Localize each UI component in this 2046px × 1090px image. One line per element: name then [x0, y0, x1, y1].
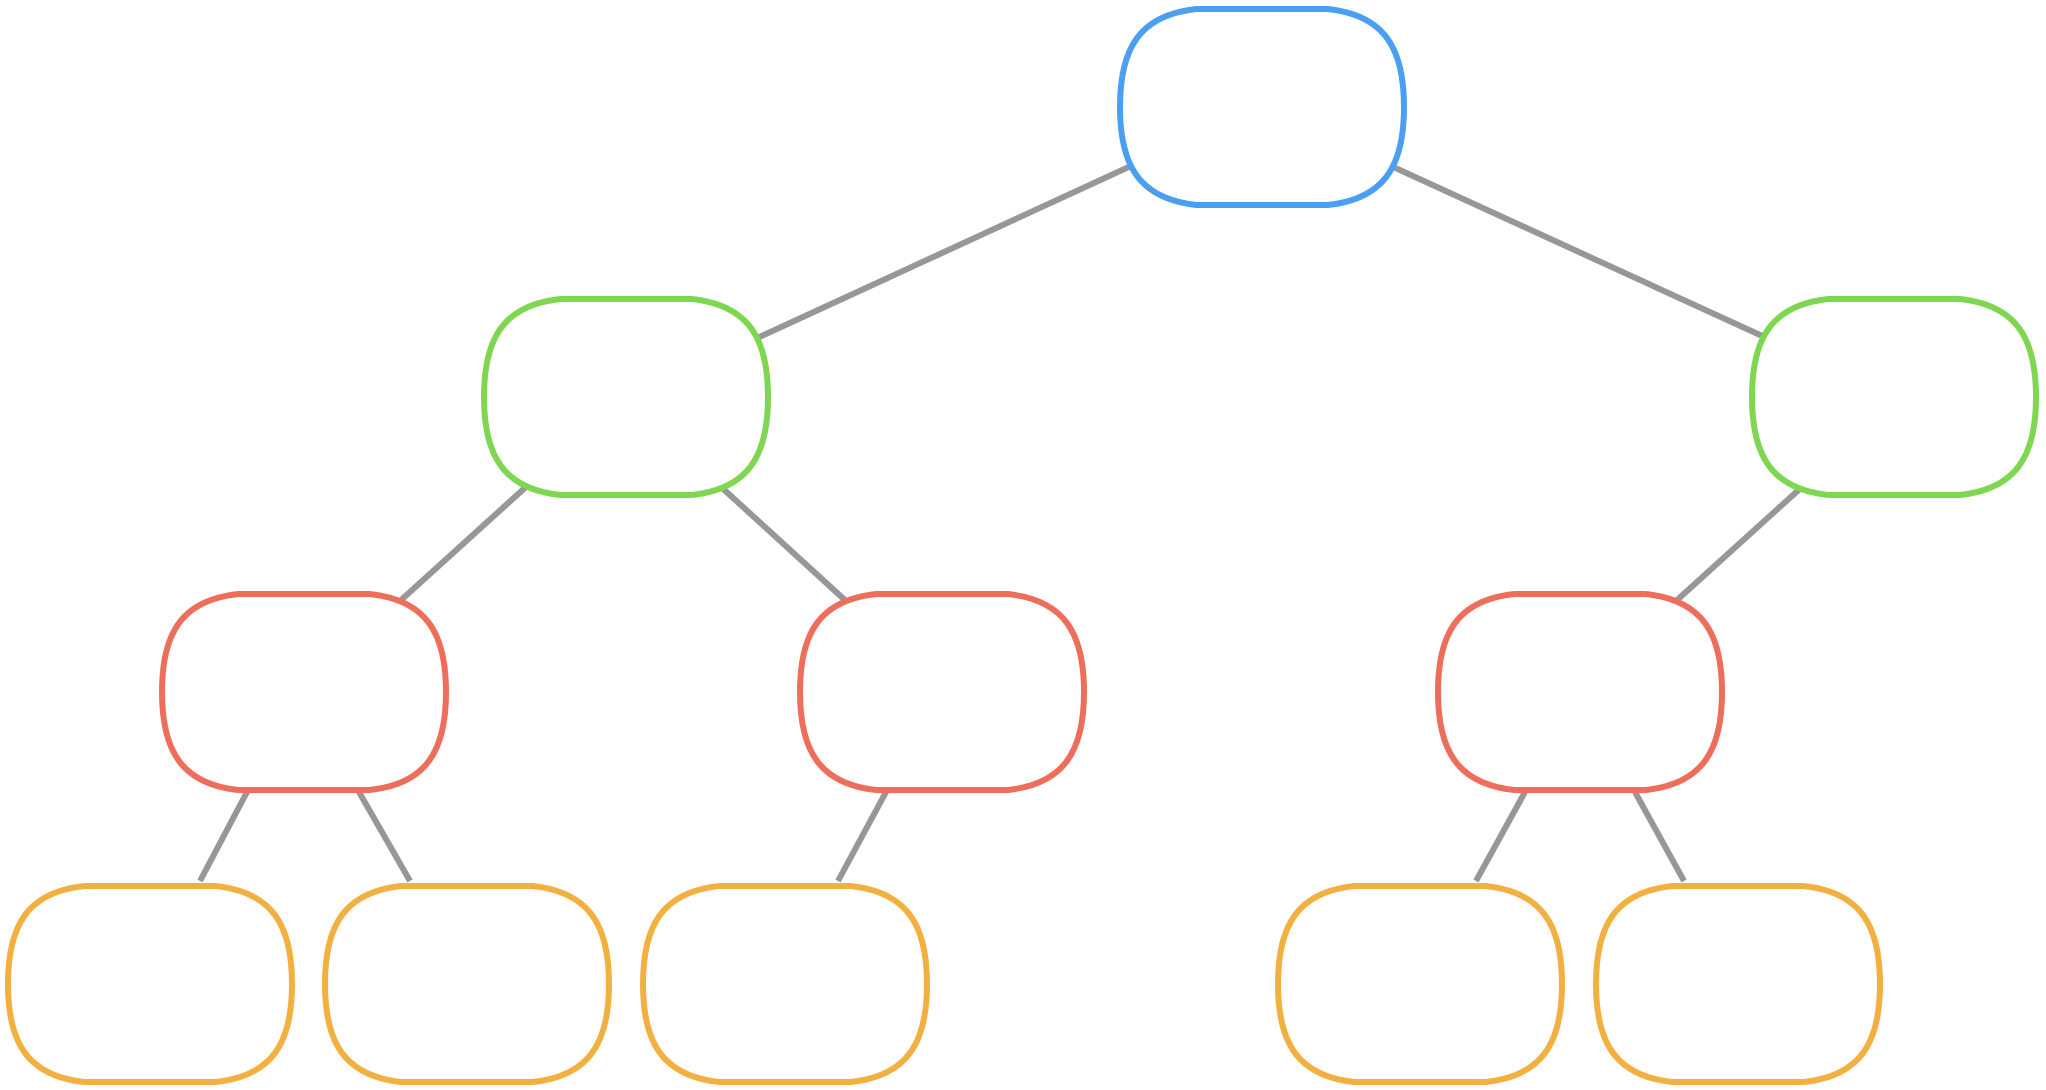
edge-l-lr — [717, 483, 849, 604]
tree-node-lll — [4, 883, 296, 1085]
tree-node-root — [1116, 6, 1408, 208]
node-shape — [480, 296, 772, 498]
edges — [197, 162, 1806, 883]
node-shape — [1274, 883, 1566, 1085]
edge-rl-rll — [1473, 790, 1528, 883]
edge-ll-lll — [197, 790, 250, 883]
edge-ll-llr — [356, 790, 413, 883]
edge-rl-rlr — [1632, 790, 1687, 883]
edge-l-ll — [397, 483, 530, 604]
node-shape — [796, 591, 1088, 793]
tree-node-l — [480, 296, 772, 498]
node-shape — [1748, 296, 2040, 498]
node-shape — [158, 591, 450, 793]
edge-r-rl — [1673, 483, 1806, 604]
node-shape — [1116, 6, 1408, 208]
tree-node-lrl — [639, 883, 931, 1085]
tree-node-rl — [1434, 591, 1726, 793]
tree-node-ll — [158, 591, 450, 793]
node-shape — [321, 883, 613, 1085]
node-shape — [1434, 591, 1726, 793]
edge-root-l — [751, 162, 1135, 343]
edge-root-r — [1387, 162, 1773, 343]
tree-node-rlr — [1592, 883, 1884, 1085]
tree-node-lr — [796, 591, 1088, 793]
tree-node-r — [1748, 296, 2040, 498]
nodes — [4, 6, 2040, 1085]
node-shape — [4, 883, 296, 1085]
edge-lr-lrl — [835, 790, 889, 883]
node-shape — [639, 883, 931, 1085]
tree-node-llr — [321, 883, 613, 1085]
tree-node-rll — [1274, 883, 1566, 1085]
node-shape — [1592, 883, 1884, 1085]
